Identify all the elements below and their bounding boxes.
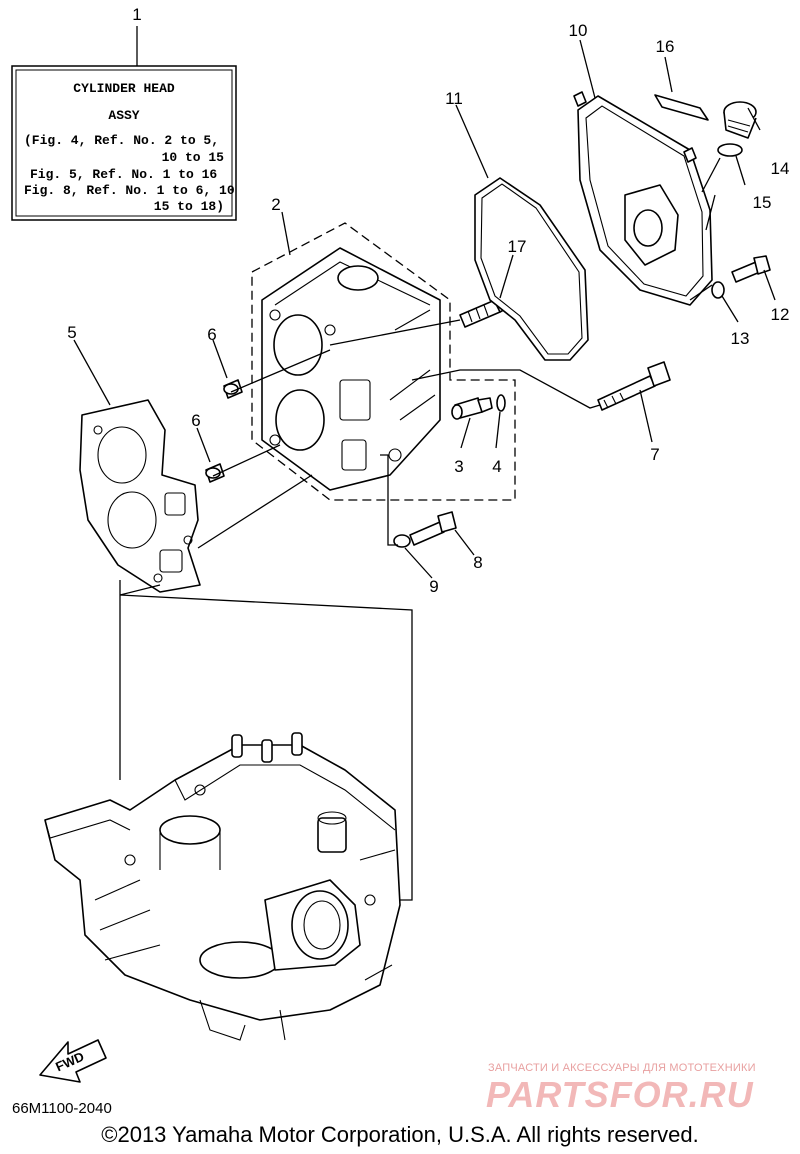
bolt-7	[597, 361, 671, 411]
dowel-pin-lower	[205, 463, 225, 483]
box-line-5: Fig. 8, Ref. No. 1 to 6, 10	[24, 183, 235, 198]
callout-11: 11	[445, 89, 463, 108]
cylinder-head	[261, 247, 441, 491]
callout-3: 3	[454, 457, 463, 476]
callout-13: 13	[731, 329, 750, 348]
bolt-8	[409, 511, 457, 546]
callout-2: 2	[271, 195, 280, 214]
callout-numbers: 2 3 4 5 6 6 7 8 9 10 11 12 13 14 15 16 1…	[67, 21, 789, 596]
thermostat-plug	[451, 397, 493, 420]
watermark-tagline: ЗАПЧАСТИ И АКСЕССУАРЫ ДЛЯ МОТОТЕХНИКИ	[488, 1062, 756, 1074]
callout-6a: 6	[207, 325, 216, 344]
callout-17: 17	[508, 237, 527, 256]
box-line-3: 10 to 15	[162, 150, 225, 165]
box-line-4: Fig. 5, Ref. No. 1 to 16	[30, 167, 217, 182]
box-line-0: CYLINDER HEAD	[73, 81, 175, 96]
callout-15: 15	[753, 193, 772, 212]
callout-14: 14	[771, 159, 790, 178]
callout-12: 12	[771, 305, 790, 324]
drawing-code: 66M1100-2040	[12, 1100, 112, 1117]
head-subassembly-outline	[251, 222, 516, 501]
copyright-notice: ©2013 Yamaha Motor Corporation, U.S.A. A…	[101, 1122, 699, 1147]
head-gasket	[79, 399, 201, 593]
callout-8: 8	[473, 553, 482, 572]
callout-4: 4	[492, 457, 501, 476]
callout-6b: 6	[191, 411, 200, 430]
box-line-6: 15 to 18)	[154, 199, 224, 214]
box-line-1: ASSY	[108, 108, 139, 123]
dowel-pin-upper	[223, 379, 243, 399]
washer-4	[496, 394, 506, 412]
cylinder-block	[44, 732, 401, 1041]
o-ring-15	[717, 143, 743, 157]
callout-10: 10	[569, 21, 588, 40]
oil-filler-cap	[723, 101, 757, 139]
assembly-info-box: 1 CYLINDER HEAD ASSY (Fig. 4, Ref. No. 2…	[11, 5, 237, 221]
washer-13	[711, 281, 725, 299]
washer-9	[393, 534, 411, 548]
callout-7: 7	[650, 445, 659, 464]
callout-16: 16	[656, 37, 675, 56]
cover-gasket	[474, 177, 589, 361]
callout-9: 9	[429, 577, 438, 596]
callout-5: 5	[67, 323, 76, 342]
cylinder-head-cover	[573, 91, 713, 306]
fwd-arrow: FWD	[39, 1039, 107, 1083]
bolt-12	[731, 255, 771, 283]
box-line-2: (Fig. 4, Ref. No. 2 to 5,	[24, 133, 219, 148]
watermark-brand: PARTSFOR.RU	[486, 1074, 754, 1115]
label-16	[654, 94, 709, 121]
callout-1: 1	[132, 5, 141, 24]
